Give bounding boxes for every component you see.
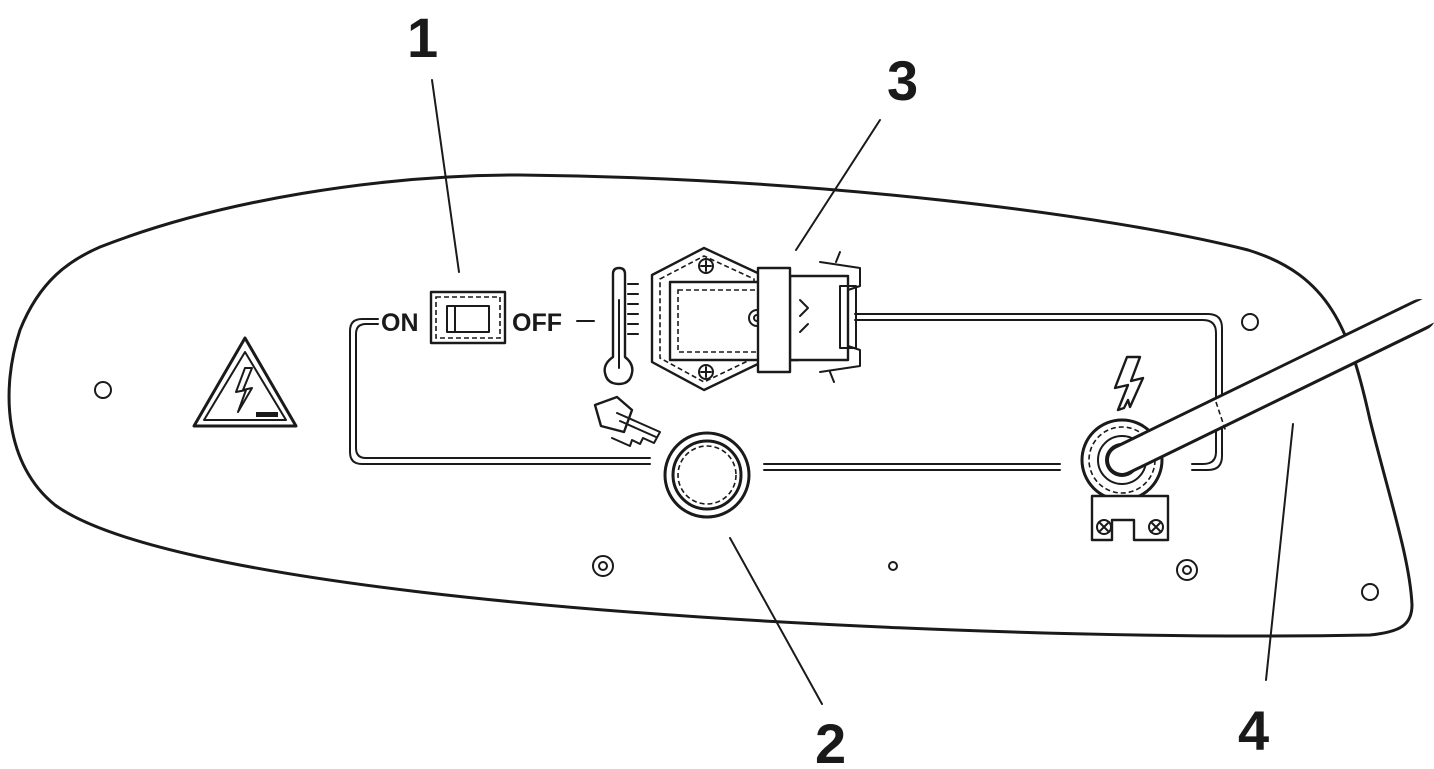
rotary-knob[interactable] [663,431,751,519]
lightning-icon [1113,355,1145,412]
connector-plug[interactable] [756,251,861,383]
inner-frame [349,313,1223,471]
screw [592,555,614,577]
small-hole [888,561,898,571]
mount-hole [1361,583,1379,601]
on-label: ON [381,309,419,337]
leader-line-1 [431,79,460,273]
high-voltage-warning-icon [192,336,298,428]
power-cable [1106,295,1434,476]
leader-line-4 [1265,423,1294,681]
callout-number-2: 2 [815,712,846,769]
thermometer-icon [603,266,639,386]
callout-number-3: 3 [887,49,918,112]
callout-number-1: 1 [407,6,438,69]
screw [1176,559,1198,581]
callout-number-4: 4 [1238,699,1269,762]
leader-line-2 [729,537,823,705]
off-label: OFF [512,309,562,337]
power-switch[interactable] [429,290,507,345]
mount-hole [94,381,112,399]
key-icon [593,395,661,447]
leader-line-3 [795,119,881,251]
mount-hole [1241,313,1259,331]
panel-outline [7,173,1414,638]
cable-gland[interactable] [1080,418,1170,542]
